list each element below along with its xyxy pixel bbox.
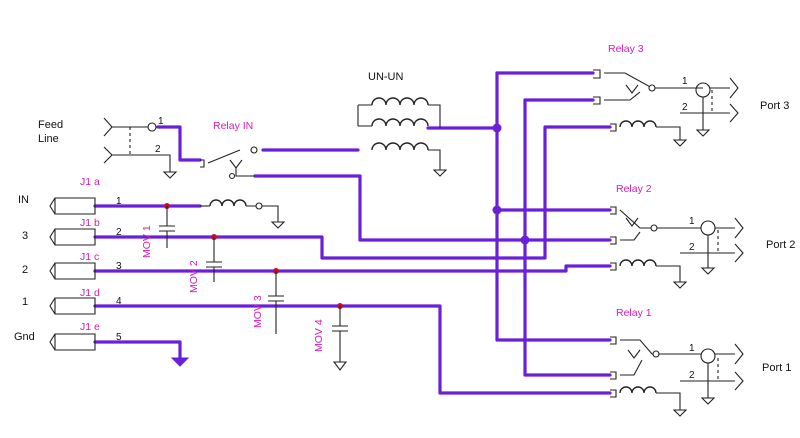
row-gnd-label: Gnd xyxy=(14,331,35,343)
mov-2-label: MOV 2 xyxy=(188,260,200,293)
port-1-pin-1: 1 xyxy=(689,343,695,354)
row-3-label: 3 xyxy=(22,230,28,242)
feed-line-coax xyxy=(103,117,178,179)
mov-3-label: MOV 3 xyxy=(252,295,264,328)
mov-4-label: MOV 4 xyxy=(313,319,325,352)
j1a-pin: 1 xyxy=(116,196,122,207)
port-2-label: Port 2 xyxy=(766,239,795,251)
relay-1-label: Relay 1 xyxy=(616,307,652,319)
feed-line-label-2: Line xyxy=(38,133,59,145)
j1b-pin: 2 xyxy=(116,227,122,238)
signal-wires xyxy=(93,71,612,395)
unun-transformer xyxy=(357,97,448,177)
mov-1-label: MOV 1 xyxy=(141,225,153,258)
j1d-label: J1 d xyxy=(80,287,100,299)
j1c-label: J1 c xyxy=(80,251,99,263)
relay-1 xyxy=(610,336,744,417)
mov-devices xyxy=(159,206,348,371)
row-2-label: 2 xyxy=(22,264,28,276)
diagram-labels: Feed Line Relay IN UN-UN Relay 3 Relay 2… xyxy=(14,43,795,381)
port-3-pin-2: 2 xyxy=(682,102,688,113)
j1d-pin: 4 xyxy=(116,296,122,307)
row-1-label: 1 xyxy=(22,296,28,308)
feed-pin-2: 2 xyxy=(155,144,161,155)
j1b-label: J1 b xyxy=(80,217,100,229)
j1-connectors xyxy=(49,197,96,351)
relay-in xyxy=(200,146,286,229)
relay-2-label: Relay 2 xyxy=(616,183,652,195)
relay-2 xyxy=(610,206,744,289)
row-in-label: IN xyxy=(18,194,29,206)
j1e-label: J1 e xyxy=(80,321,100,333)
relay-3 xyxy=(593,69,739,147)
j1c-pin: 3 xyxy=(116,261,122,272)
j1e-pin: 5 xyxy=(116,332,122,343)
port-3-pin-1: 1 xyxy=(682,76,688,87)
feed-pin-1: 1 xyxy=(158,116,164,127)
relay-in-label: Relay IN xyxy=(213,120,253,132)
port-1-pin-2: 2 xyxy=(689,370,695,381)
ground-symbol xyxy=(170,357,190,367)
relay-3-label: Relay 3 xyxy=(608,43,644,55)
j1a-label: J1 a xyxy=(80,176,100,188)
port-3-label: Port 3 xyxy=(760,100,789,112)
port-2-pin-2: 2 xyxy=(689,242,695,253)
feed-line-label-1: Feed xyxy=(38,119,63,131)
unun-label: UN-UN xyxy=(368,71,403,83)
port-2-pin-1: 1 xyxy=(689,216,695,227)
port-1-label: Port 1 xyxy=(762,362,791,374)
